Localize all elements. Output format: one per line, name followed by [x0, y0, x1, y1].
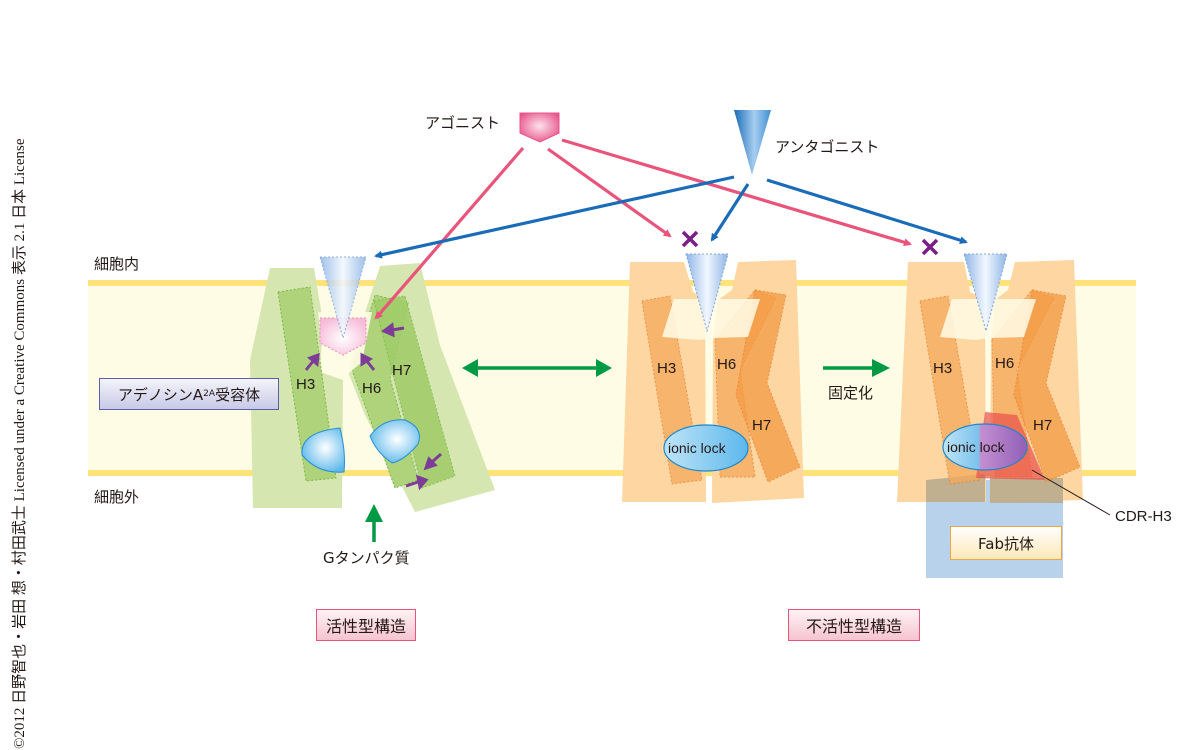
antagonist-bound-stabilized	[963, 253, 1008, 333]
h7-label-inactive: H7	[752, 417, 772, 434]
agonist-to-stabilized-arrow	[561, 138, 912, 247]
g-protein-arrow	[365, 504, 383, 542]
fab-antibody-box: Fab抗体	[950, 526, 1062, 560]
h3-label-stabilized: H3	[933, 360, 953, 377]
ionic-lock-stabilized	[942, 423, 1028, 471]
ionic-lock-label-inactive: ionic lock	[668, 440, 726, 456]
cdr-h3-leader-line	[1031, 469, 1111, 516]
g-protein-site-right	[369, 419, 420, 464]
equilibrium-arrow	[462, 359, 612, 377]
antagonist-label: アンタゴニスト	[775, 138, 880, 156]
ionic-lock-inactive	[663, 424, 749, 472]
inactive-state-title: 不活性型構造	[788, 609, 920, 641]
membrane-bottom-edge	[88, 470, 1136, 476]
h6-label-stabilized: H6	[995, 355, 1015, 372]
agonist-label: アゴニスト	[425, 114, 501, 132]
h6-label-inactive: H6	[717, 356, 737, 373]
stabilize-arrow	[823, 359, 890, 377]
receptor-name-prefix: アデノシンA	[117, 385, 204, 404]
inactive-pocket	[662, 299, 760, 340]
g-protein-label: Gタンパク質	[323, 549, 410, 567]
antagonist-icon	[734, 110, 771, 175]
membrane-top-edge	[88, 280, 1136, 286]
agonist-arrows	[374, 138, 912, 320]
h3-label-active: H3	[296, 376, 316, 393]
copyright-notice: ©2012 日野智也・岩田 想・村田武士 Licensed under a Cr…	[12, 138, 28, 749]
extracellular-label: 細胞外	[94, 488, 140, 506]
h7-label-active: H7	[392, 362, 412, 379]
h7-label-stabilized: H7	[1033, 417, 1053, 434]
block-mark-inactive	[681, 230, 699, 248]
antagonist-ghost-active	[319, 256, 367, 340]
agonist-to-inactive-arrow	[547, 147, 672, 238]
antagonist-to-inactive-arrow	[710, 183, 750, 242]
ionic-lock-label-stabilized: ionic lock	[947, 439, 1005, 455]
active-state-title: 活性型構造	[316, 609, 416, 641]
intracellular-label: 細胞内	[94, 255, 140, 273]
antagonist-bound-inactive	[685, 253, 729, 333]
receptor-name-suffix: 受容体	[215, 385, 261, 404]
active-receptor	[250, 256, 495, 512]
stabilized-receptor	[897, 253, 1111, 578]
helix-h7-inactive	[735, 289, 801, 483]
helix-h7-stabilized	[1013, 289, 1081, 483]
h6-label-active: H6	[362, 380, 382, 397]
h3-label-inactive: H3	[657, 360, 677, 377]
antagonist-to-stabilized-arrow	[766, 178, 968, 245]
receptor-name-sub: 2A	[203, 389, 216, 399]
stabilize-label: 固定化	[828, 384, 874, 402]
antagonist-to-active-arrow	[374, 175, 735, 259]
block-mark-stabilized	[921, 238, 939, 256]
antagonist-arrows	[374, 175, 968, 259]
inactive-receptor	[622, 253, 804, 503]
cdr-h3-label: CDR-H3	[1115, 508, 1172, 525]
agonist-to-active-arrow	[374, 146, 525, 320]
g-protein-site-left	[301, 427, 345, 473]
fab-overlap-right	[990, 478, 1063, 503]
agonist-icon	[519, 112, 560, 143]
helix-movement-arrows	[304, 322, 442, 491]
